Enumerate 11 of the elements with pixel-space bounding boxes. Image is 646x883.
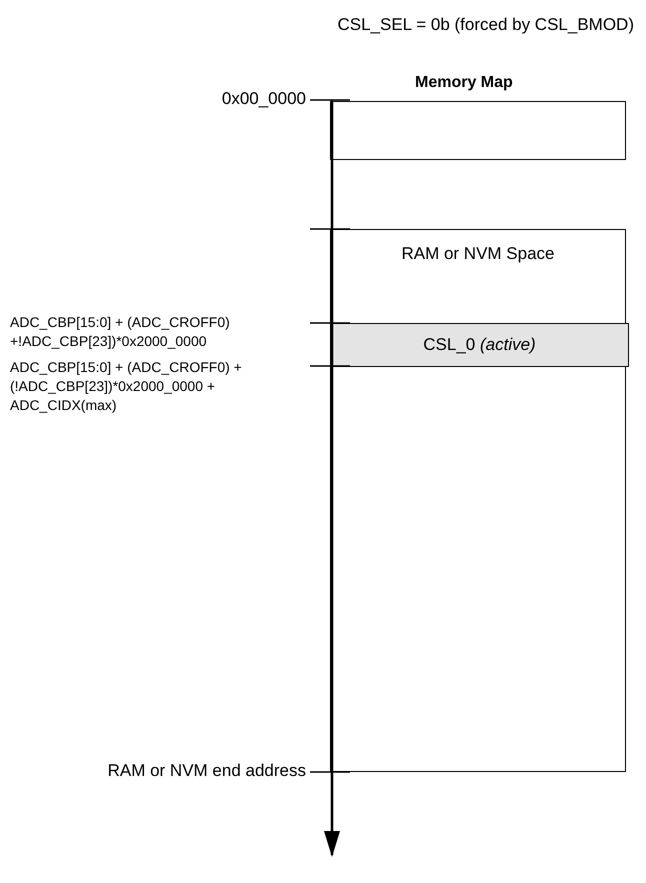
memory-block [330, 229, 626, 772]
address-label: ADC_CBP[15:0] + (ADC_CROFF0) +!ADC_CBP[23])*0x2000_0000 [10, 313, 231, 351]
address-label: ADC_CBP[15:0] + (ADC_CROFF0) + (!ADC_CBP[23])*0x2000_0000 + ADC_CIDX(max) [10, 358, 243, 415]
map-heading: Memory Map [415, 73, 513, 92]
region-label: RAM or NVM Space [400, 244, 556, 264]
diagram-title: CSL_SEL = 0b (forced by CSL_BMOD) [337, 15, 634, 34]
memory-region [330, 323, 629, 367]
region-label: CSL_0 (active) [423, 335, 536, 355]
memory-block [330, 101, 626, 160]
address-label: RAM or NVM end address [108, 761, 306, 780]
address-label: 0x00_0000 [222, 89, 306, 108]
